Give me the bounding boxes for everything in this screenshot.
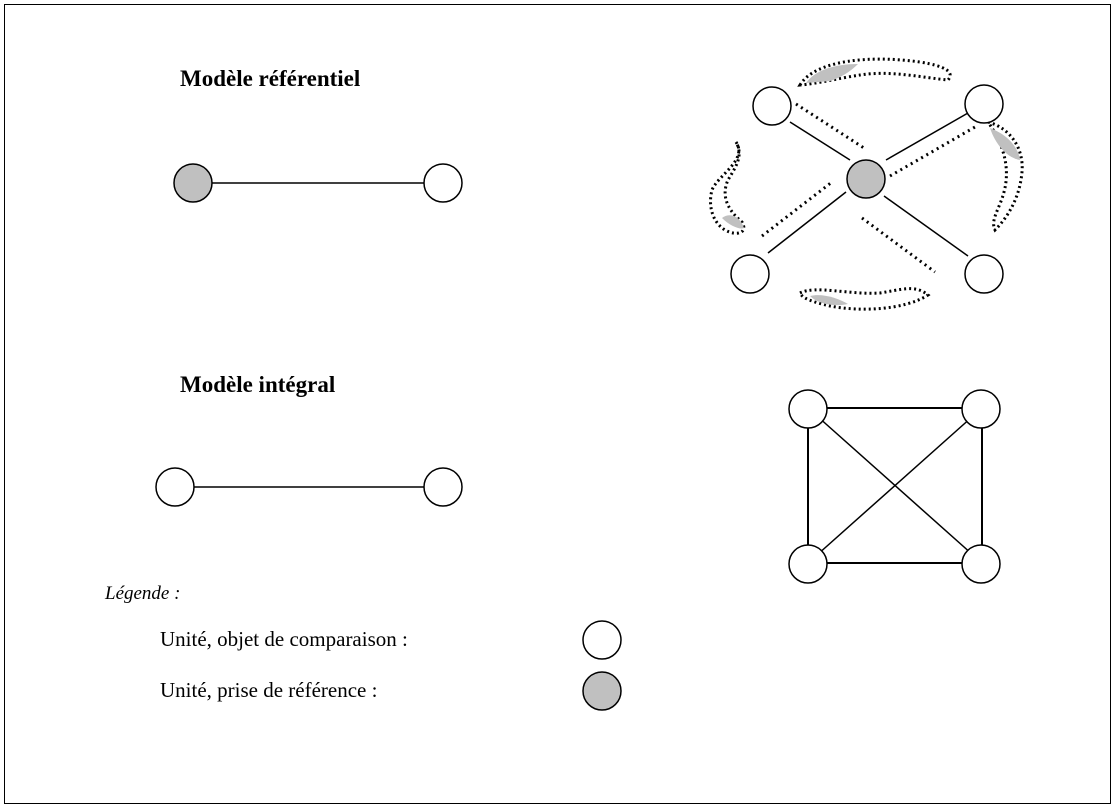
legend-comparison-symbol bbox=[582, 620, 622, 660]
dotted-link bbox=[761, 180, 833, 238]
spoke-link bbox=[789, 121, 851, 161]
integral-diagonal bbox=[807, 407, 983, 564]
curved-arrow-left bbox=[709, 141, 746, 235]
referential-star-diagram bbox=[709, 57, 1024, 311]
comparison-unit-node bbox=[788, 389, 828, 429]
spoke-link bbox=[883, 195, 969, 257]
curved-arrow-bottom-fill bbox=[810, 295, 848, 306]
comparison-unit-node bbox=[964, 254, 1004, 294]
spoke-link bbox=[885, 112, 969, 161]
comparison-unit-node bbox=[423, 163, 463, 203]
comparison-unit-node bbox=[788, 544, 828, 584]
curved-arrow-top bbox=[797, 57, 952, 87]
comparison-unit-node bbox=[752, 86, 792, 126]
legend-reference-symbol bbox=[582, 671, 622, 711]
integral-pair-diagram bbox=[155, 467, 463, 507]
dotted-link bbox=[889, 125, 976, 178]
reference-unit-node bbox=[846, 159, 886, 199]
comparison-unit-node bbox=[423, 467, 463, 507]
spoke-link bbox=[767, 191, 847, 254]
referential-model-title: Modèle référentiel bbox=[180, 66, 361, 91]
comparison-unit-node bbox=[155, 467, 195, 507]
legend-title: Légende : bbox=[105, 583, 181, 604]
dotted-link bbox=[861, 216, 936, 274]
reference-unit-node bbox=[173, 163, 213, 203]
comparison-unit-node bbox=[730, 254, 770, 294]
legend-reference-label: Unité, prise de référence : bbox=[160, 678, 378, 702]
integral-square bbox=[807, 407, 983, 564]
legend-comparison-label: Unité, objet de comparaison : bbox=[160, 627, 408, 651]
comparison-unit-node bbox=[961, 389, 1001, 429]
curved-arrow-top-fill bbox=[806, 64, 858, 83]
integral-model-title: Modèle intégral bbox=[180, 372, 336, 397]
dotted-link bbox=[795, 102, 865, 150]
curved-arrow-left-fill bbox=[722, 215, 744, 229]
comparison-unit-node bbox=[961, 544, 1001, 584]
curved-arrow-right-fill bbox=[990, 128, 1020, 160]
referential-pair-diagram bbox=[173, 163, 463, 203]
comparison-unit-node bbox=[964, 84, 1004, 124]
integral-complete-diagram bbox=[788, 389, 1001, 584]
